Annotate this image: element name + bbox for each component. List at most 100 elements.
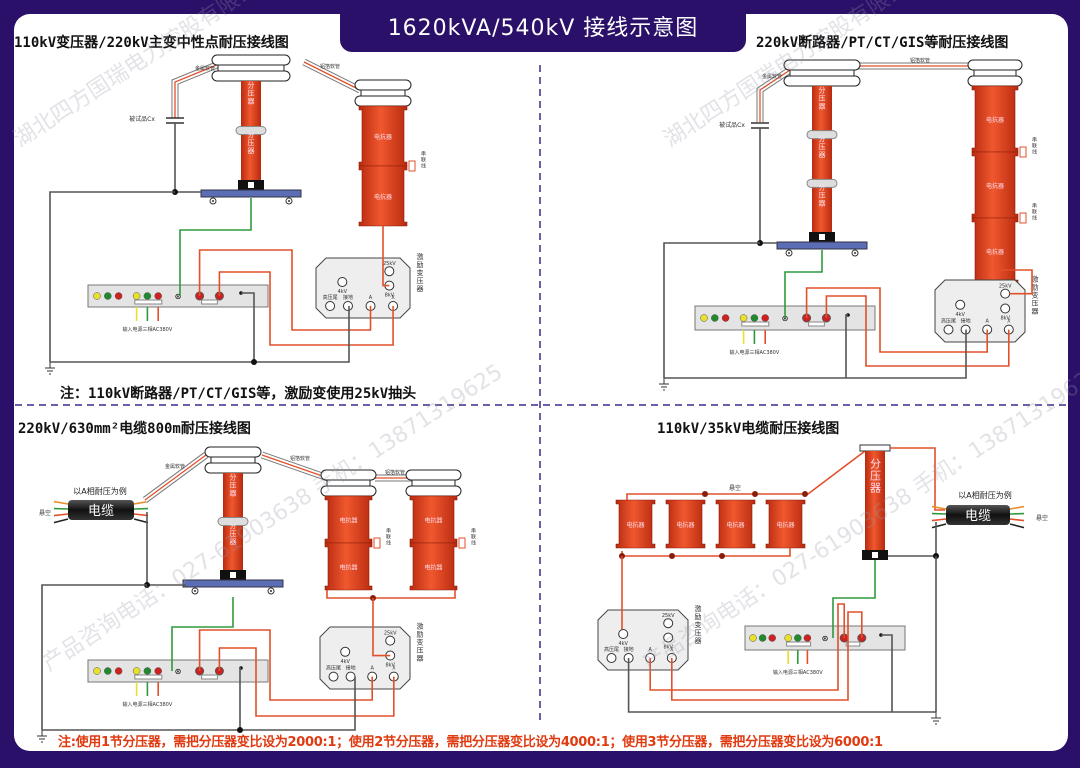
insulating-platform	[200, 189, 302, 198]
exciter-terminal-label: 25kV	[999, 284, 1012, 290]
series-wire-label: 串联线	[420, 151, 426, 169]
indicator-lamp	[132, 292, 141, 300]
measure-terminal	[819, 234, 825, 240]
indicator-lamp	[132, 667, 141, 675]
wire	[198, 629, 374, 701]
indicator-lamp	[114, 292, 123, 300]
exciter-terminal-label: 8kV	[385, 663, 395, 669]
wire	[890, 447, 945, 511]
wire	[881, 634, 893, 712]
exciter-terminal-label: 高压尾	[941, 318, 956, 325]
divider-column	[812, 86, 832, 232]
hose-label: 铝箔软管	[910, 57, 930, 64]
reactor-label: 电抗器	[776, 521, 794, 529]
power-input-label: 输入电源三相AC380V	[730, 349, 780, 356]
exciter-terminal-label: A	[370, 666, 374, 672]
capacitor-icon	[166, 117, 184, 124]
wire	[664, 329, 967, 379]
indicator-lamp	[104, 667, 112, 675]
cap-neck	[210, 456, 256, 464]
reactor-unit	[665, 499, 706, 549]
series-wire-label: 串联线	[1031, 137, 1037, 155]
reactor-label: 电抗器	[986, 116, 1004, 124]
grading-ring	[320, 469, 377, 481]
cap-neck	[411, 479, 456, 487]
output-link	[201, 674, 218, 680]
output-link	[845, 641, 861, 647]
page-title: 1620kVA/540kV 接线示意图	[340, 0, 746, 52]
reactor-unit	[358, 165, 408, 227]
wire	[832, 560, 876, 638]
power-input-label: 输入电源三相AC380V	[773, 669, 823, 676]
grading-ring	[211, 54, 291, 66]
wire	[805, 287, 989, 353]
exciter-terminal-label: A	[648, 647, 652, 653]
junction-dot	[251, 359, 257, 365]
exciter-terminal-label: X	[391, 295, 395, 301]
divider-label: 分压器	[247, 130, 255, 155]
measure-socket-icon: ⊛	[822, 634, 829, 643]
ground-icon	[659, 378, 669, 391]
wheel-icon	[854, 252, 856, 254]
exciter-label: 激励变压器	[416, 622, 424, 663]
wire	[663, 242, 760, 378]
wire	[994, 258, 1033, 295]
grading-ring	[783, 59, 861, 71]
wire	[241, 292, 255, 362]
exciter-terminal-label: 高压尾	[326, 665, 341, 672]
grading-ring	[967, 75, 1023, 87]
wheel-icon	[288, 200, 290, 202]
exciter-terminal-label: 高压尾	[323, 294, 338, 301]
phase-example-label: 以A相耐压为例	[958, 490, 1011, 500]
cap-neck	[789, 69, 855, 77]
exciter-terminal-tap_8kv	[663, 632, 674, 643]
note-top-left: 注：110kV断路器/PT/CT/GIS等，激励变使用25kV抽头	[60, 386, 417, 402]
exciter-terminal-label: 高压尾	[604, 646, 619, 653]
output-link	[201, 299, 218, 305]
output-link	[808, 321, 825, 327]
wire	[50, 306, 350, 363]
cable-core	[931, 505, 947, 510]
indicator-lamp	[794, 634, 802, 642]
exciter-terminal-label: 25kV	[383, 261, 396, 267]
exciter-label: 激励变压器	[694, 604, 702, 645]
ground-icon	[45, 362, 55, 375]
wire	[649, 603, 846, 691]
reactor-unit	[715, 499, 756, 549]
exciter-terminal-label: 8kV	[1000, 316, 1010, 322]
wire	[41, 584, 147, 730]
footer-note: 注:使用1节分压器，需把分压器变比设为2000:1；使用2节分压器，需把分压器变…	[58, 735, 883, 750]
series-wire	[1019, 212, 1027, 224]
cable	[946, 505, 1010, 525]
indicator-lamp	[143, 667, 152, 675]
indicator-lamp	[721, 314, 730, 322]
measure-terminal	[230, 572, 236, 578]
capacitor-icon	[751, 122, 769, 129]
reactor-label: 电抗器	[339, 564, 357, 572]
hose-conductor	[759, 65, 797, 122]
grading-ring	[204, 446, 262, 458]
indicator-lamp	[143, 292, 152, 300]
test-object-label: 被试品Cx	[719, 121, 745, 129]
wire	[825, 295, 1010, 367]
measure-terminal	[872, 552, 878, 558]
phase-example-label: 以A相耐压为例	[73, 486, 126, 496]
reactor-label: 电抗器	[986, 248, 1004, 256]
power-input-label: 输入电源三相AC380V	[123, 701, 173, 708]
reactor-label: 电抗器	[374, 193, 392, 201]
exciter-terminal-hv_tail	[606, 653, 617, 663]
reactor-unit	[324, 542, 373, 591]
reactor-label: 电抗器	[424, 564, 442, 572]
indicator-lamp	[749, 634, 757, 642]
hose-label: 金属软管	[195, 65, 215, 72]
power-terminal	[134, 299, 163, 305]
exciter-terminal-ground	[342, 301, 353, 311]
wire	[382, 226, 390, 287]
exciter-terminal-tap_4kv	[955, 299, 966, 310]
divider-column	[865, 451, 885, 550]
cable-core	[133, 518, 149, 524]
series-wire-label: 串联线	[385, 528, 391, 546]
test-object-label: 被试品Cx	[129, 115, 155, 123]
hose-label: 铝箔软管	[385, 469, 405, 476]
indicator-lamp	[700, 314, 708, 322]
